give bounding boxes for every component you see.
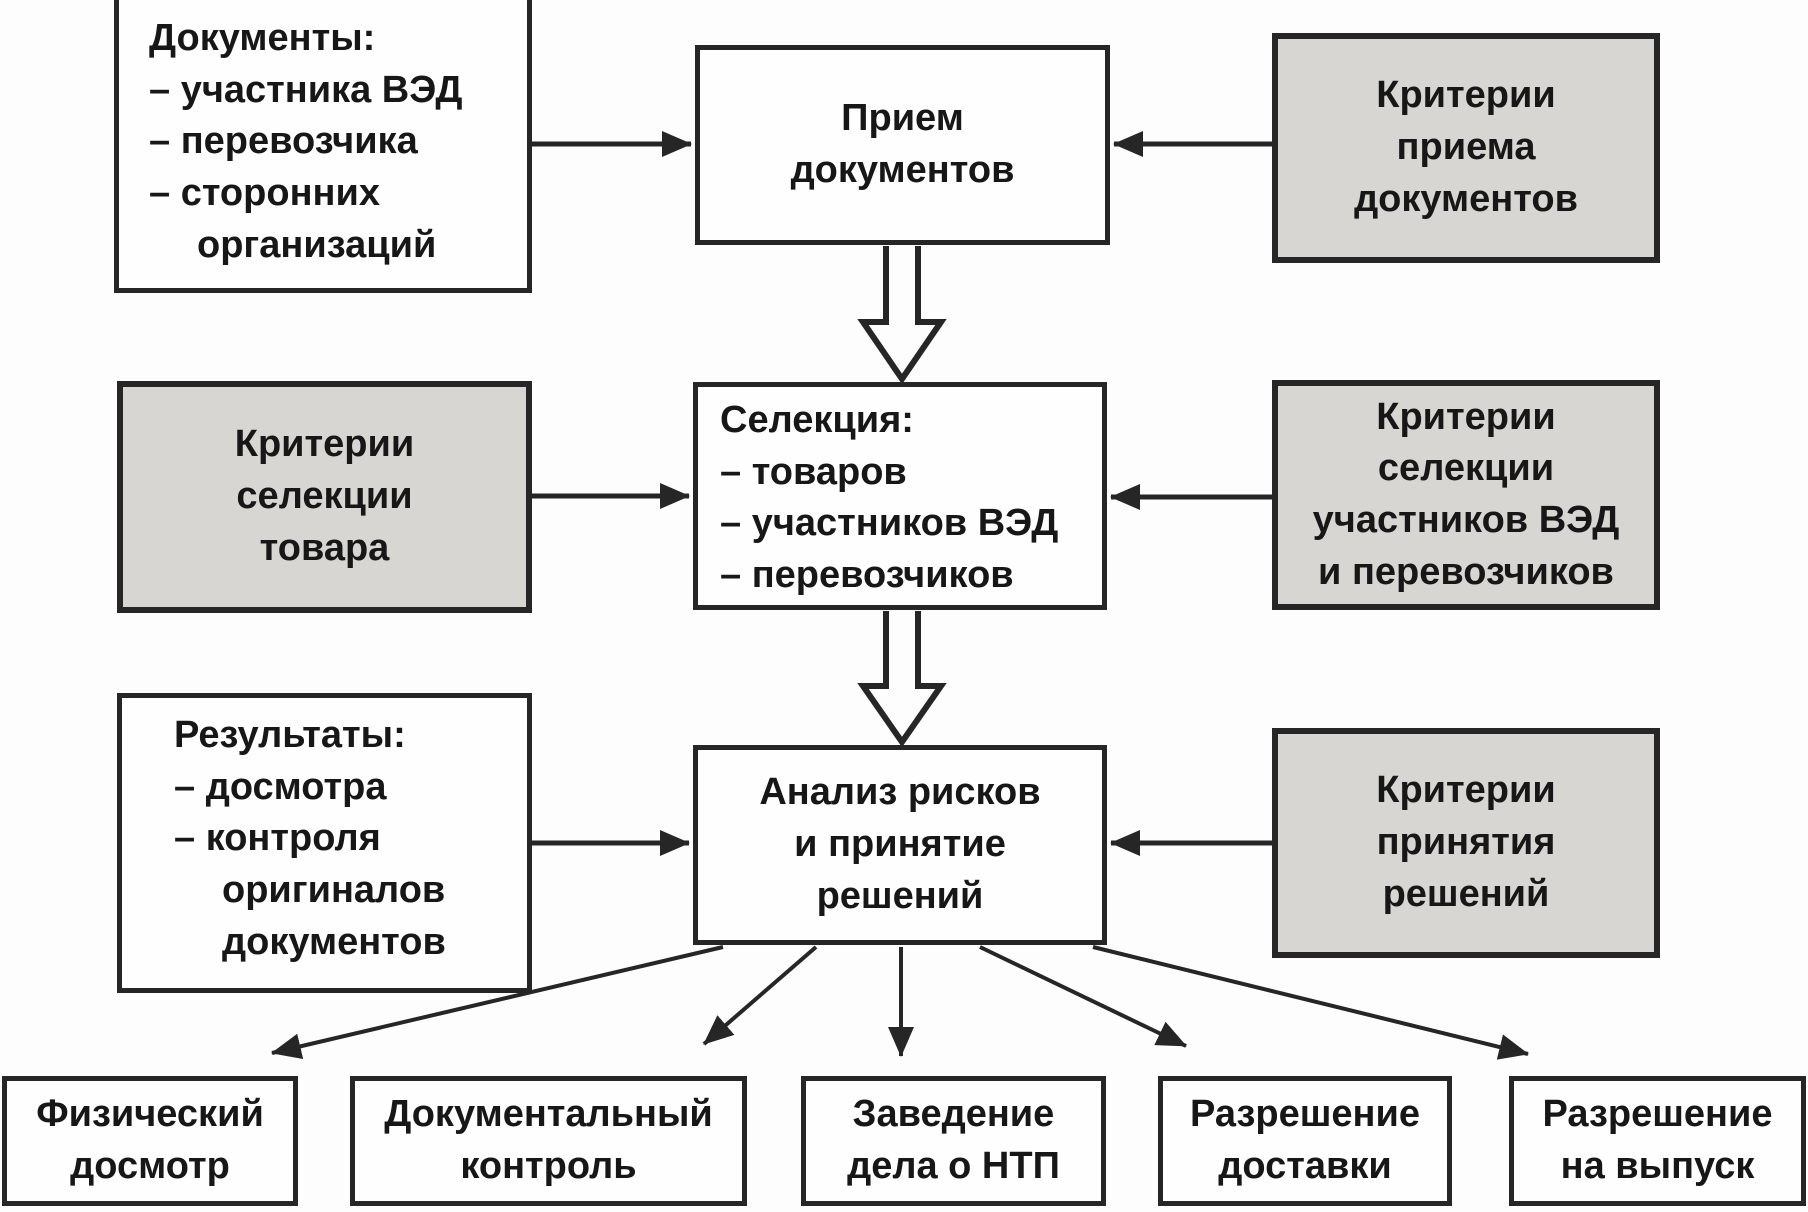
box-zavedenie-dela: Заведение дела о НТП xyxy=(801,1076,1106,1206)
fizicheskiy-dosmotr-label: Физический досмотр xyxy=(36,1093,264,1187)
kriterii-prinyatiya-label: Критерии принятия решений xyxy=(1376,769,1556,915)
rezultaty-title: Результаты: xyxy=(174,714,406,756)
list-item: – товаров xyxy=(720,450,907,493)
box-priem-dokumentov: Прием документов xyxy=(695,45,1110,245)
box-documents-sources: Документы: – участника ВЭД – перевозчика… xyxy=(114,0,532,293)
box-kriterii-priema: Критерии приема документов xyxy=(1272,33,1660,263)
box-analiz-riskov: Анализ рисков и принятие решений xyxy=(693,745,1107,945)
list-item: – перевозчиков xyxy=(720,554,1014,597)
arrow-analiz-to-vypusk xyxy=(1092,945,1529,1060)
analiz-riskov-label: Анализ рисков и принятие решений xyxy=(759,771,1041,917)
kriterii-priema-label: Критерии приема документов xyxy=(1354,74,1578,220)
dokumentalnyy-kontrol-label: Документальный контроль xyxy=(384,1093,713,1187)
razreshenie-dostavki-label: Разрешение доставки xyxy=(1190,1093,1420,1187)
box-kriterii-prinyatiya: Критерии принятия решений xyxy=(1272,728,1660,958)
block-arrow-priem-to-selektsiya xyxy=(857,246,947,385)
priem-label: Прием документов xyxy=(790,97,1015,191)
arrow-analiz-to-dostavka xyxy=(979,945,1187,1048)
box-kriterii-selektsii-uchastnikov: Критерии селекции участников ВЭД и перев… xyxy=(1272,380,1660,610)
kriterii-selektsii-uchastnikov-label: Критерии селекции участников ВЭД и перев… xyxy=(1312,395,1620,593)
zavedenie-dela-label: Заведение дела о НТП xyxy=(847,1093,1060,1187)
razreshenie-na-vypusk-label: Разрешение на выпуск xyxy=(1542,1093,1773,1187)
kriterii-selektsii-tovara-label: Критерии селекции товара xyxy=(234,423,415,569)
documents-title: Документы: xyxy=(149,17,376,59)
box-selektsiya: Селекция: – товаров – участников ВЭД – п… xyxy=(693,382,1107,610)
box-razreshenie-dostavki: Разрешение доставки xyxy=(1158,1076,1452,1206)
list-item: – участника ВЭД xyxy=(149,68,463,111)
box-fizicheskiy-dosmotr: Физический досмотр xyxy=(2,1076,298,1206)
list-item: – сторонних организаций xyxy=(149,172,437,266)
box-rezultaty: Результаты: – досмотра – контроля оригин… xyxy=(117,693,532,993)
box-dokumentalnyy-kontrol: Документальный контроль xyxy=(350,1076,747,1206)
arrow-analiz-to-dokumentalnyy xyxy=(702,945,818,1046)
box-kriterii-selektsii-tovara: Критерии селекции товара xyxy=(117,381,532,613)
list-item: – перевозчика xyxy=(149,120,418,163)
selektsiya-title: Селекция: xyxy=(720,399,914,441)
box-razreshenie-na-vypusk: Разрешение на выпуск xyxy=(1509,1076,1806,1206)
list-item: – участников ВЭД xyxy=(720,502,1059,545)
block-arrow-selektsiya-to-analiz xyxy=(857,611,947,748)
list-item: – контроля оригиналов документов xyxy=(174,817,446,963)
list-item: – досмотра xyxy=(174,765,387,808)
